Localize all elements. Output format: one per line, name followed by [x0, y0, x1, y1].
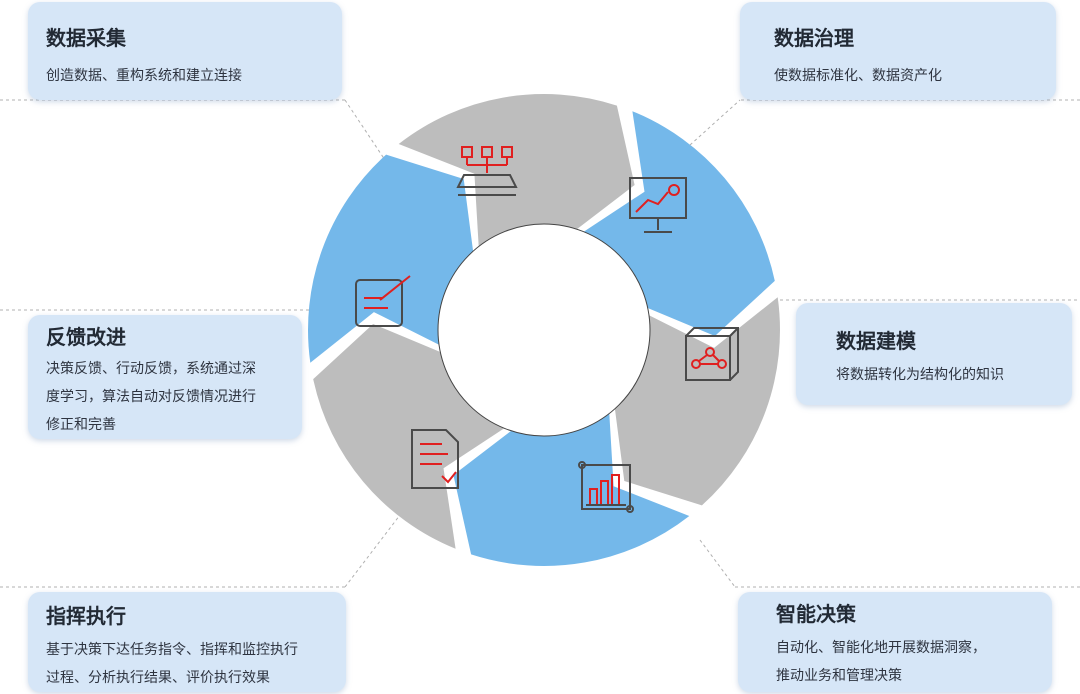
card-description: 基于决策下达任务指令、指挥和监控执行 过程、分析执行结果、评价执行效果 — [46, 636, 298, 692]
card-desc-line: 过程、分析执行结果、评价执行效果 — [46, 670, 270, 686]
connector-collect — [344, 99, 386, 161]
card-desc-line: 创造数据、重构系统和建立连接 — [46, 68, 242, 84]
segment-feedback-improvement — [308, 154, 474, 363]
card-desc-line: 使数据标准化、数据资产化 — [774, 68, 942, 84]
card-desc-line: 修正和完善 — [46, 417, 116, 433]
edit-note-icon — [355, 275, 411, 327]
card-desc-line: 推动业务和管理决策 — [776, 668, 902, 684]
connector-decide — [699, 539, 736, 588]
card-title: 反馈改进 — [46, 325, 126, 349]
card-title: 数据治理 — [774, 26, 854, 50]
segment-command-execution — [313, 324, 505, 549]
card-title: 数据建模 — [836, 329, 916, 353]
monitor-chart-icon — [629, 177, 687, 233]
center-hub — [437, 223, 651, 437]
card-desc-line: 自动化、智能化地开展数据洞察， — [776, 640, 986, 656]
card-desc-line: 基于决策下达任务指令、指挥和监控执行 — [46, 642, 298, 658]
card-data-modeling: 数据建模 将数据转化为结构化的知识 — [796, 303, 1072, 405]
checklist-document-icon — [411, 429, 459, 489]
card-feedback-improvement: 反馈改进 决策反馈、行动反馈，系统通过深 度学习，算法自动对反馈情况进行 修正和… — [28, 315, 302, 439]
card-desc-line: 将数据转化为结构化的知识 — [836, 367, 1004, 383]
connector-execute — [344, 514, 401, 588]
card-data-collection: 数据采集 创造数据、重构系统和建立连接 — [28, 2, 342, 100]
hierarchy-icon — [456, 146, 518, 196]
segment-intelligent-decision — [453, 413, 690, 566]
card-command-execution: 指挥执行 基于决策下达任务指令、指挥和监控执行 过程、分析执行结果、评价执行效果 — [28, 592, 346, 692]
data-model-box-icon — [685, 327, 739, 381]
card-description: 将数据转化为结构化的知识 — [836, 361, 1004, 389]
bar-chart-icon — [578, 461, 634, 513]
card-intelligent-decision: 智能决策 自动化、智能化地开展数据洞察， 推动业务和管理决策 — [738, 592, 1052, 692]
card-title: 指挥执行 — [46, 604, 126, 628]
card-desc-line: 度学习，算法自动对反馈情况进行 — [46, 389, 256, 405]
segment-data-collection — [398, 94, 635, 247]
card-desc-line: 决策反馈、行动反馈，系统通过深 — [46, 361, 256, 377]
card-description: 自动化、智能化地开展数据洞察， 推动业务和管理决策 — [776, 634, 986, 690]
card-data-governance: 数据治理 使数据标准化、数据资产化 — [740, 2, 1056, 100]
card-title: 智能决策 — [776, 602, 856, 626]
connector-govern — [689, 99, 741, 146]
card-title: 数据采集 — [46, 26, 126, 50]
card-description: 创造数据、重构系统和建立连接 — [46, 62, 242, 90]
card-description: 决策反馈、行动反馈，系统通过深 度学习，算法自动对反馈情况进行 修正和完善 — [46, 355, 256, 439]
segment-data-governance — [583, 111, 775, 336]
card-description: 使数据标准化、数据资产化 — [774, 62, 942, 90]
